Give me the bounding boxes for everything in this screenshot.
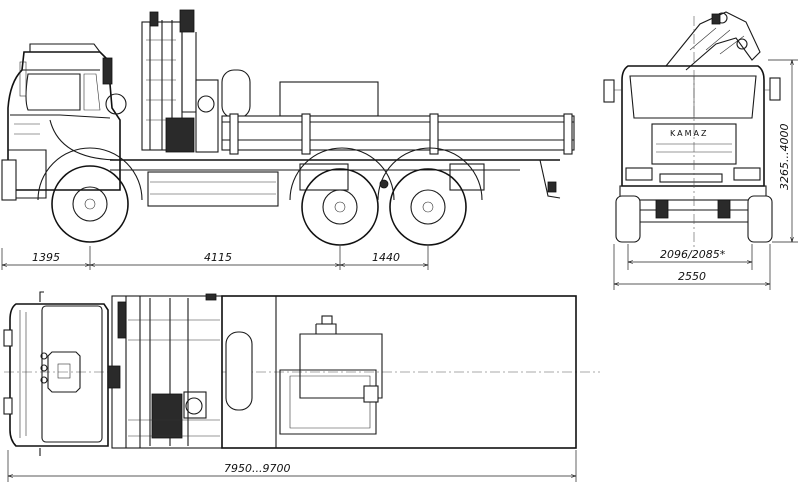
rear-wheel-1 [289, 147, 395, 246]
right-tire [747, 195, 773, 243]
top-view: 7950...9700 [3, 291, 600, 482]
right-mirror [769, 77, 781, 101]
headboard [279, 81, 379, 117]
hub-cap [379, 179, 389, 189]
spare-wheel-top [225, 331, 253, 411]
rear-wheel-2 [377, 147, 483, 246]
side-dimensions: 1395 4115 1440 [1, 246, 429, 270]
grille-logo: KAMAZ [670, 129, 708, 138]
dim-wheelbase: 4115 [204, 251, 232, 264]
flatbed-side [221, 113, 575, 155]
dim-length: 7950...9700 [224, 462, 290, 475]
front-dimensions: 3265...4000 2096/2085* 2550 [613, 59, 798, 290]
crane-front [665, 11, 761, 71]
side-view: 1395 4115 1440 [1, 9, 575, 270]
dim-bogie: 1440 [372, 251, 400, 264]
spare-tank [105, 93, 127, 115]
left-tire [615, 195, 641, 243]
chassis-side [110, 159, 561, 207]
cab-top [3, 291, 109, 456]
front-wheel [37, 147, 143, 243]
dim-width: 2550 [678, 270, 706, 283]
dim-height: 3265...4000 [778, 124, 791, 190]
front-bumper [619, 185, 767, 201]
crane-side [141, 9, 219, 153]
crane-top [107, 293, 223, 449]
dim-front-overhang: 1395 [32, 251, 60, 264]
left-headlight [625, 167, 653, 181]
spare-wheel [221, 69, 251, 119]
flatbed-top [221, 295, 577, 449]
air-intake-pipe [102, 57, 113, 85]
front-view: KAMAZ 3265...4000 2096/2085* 2550 [603, 11, 798, 290]
cab-side [1, 43, 121, 201]
top-dimensions: 7950...9700 [7, 450, 577, 482]
right-headlight [733, 167, 761, 181]
left-mirror [603, 79, 615, 103]
dim-track: 2096/2085* [660, 248, 726, 261]
